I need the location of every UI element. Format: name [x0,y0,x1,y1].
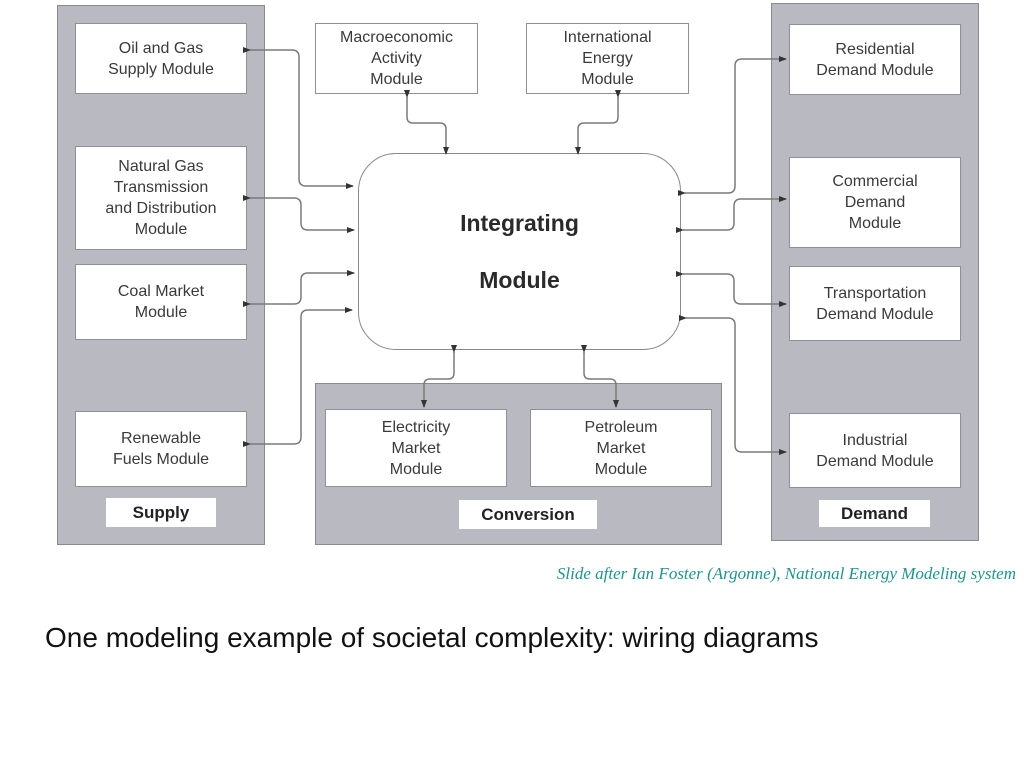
wire-petroleum [581,345,619,408]
international-energy-module: International Energy Module [526,23,689,94]
conversion-label: Conversion [459,500,597,529]
electricity-market-module: Electricity Market Module [325,409,507,487]
wire-coal [243,270,355,307]
wire-renewable [243,307,353,447]
commercial-demand-module: Commercial Demand Module [789,157,961,248]
oil-gas-supply-module: Oil and Gas Supply Module [75,23,247,94]
coal-market-module: Coal Market Module [75,264,247,340]
slide-caption: One modeling example of societal complex… [45,622,819,653]
slide-credit: Slide after Ian Foster (Argonne), Nation… [556,564,1016,583]
wire-international [575,90,621,155]
wire-macro [404,90,449,155]
wire-natural-gas [243,195,355,233]
wire-industrial [679,315,787,455]
wire-transportation [676,271,787,307]
integrating-module-line2: Module [479,266,560,293]
supply-label: Supply [106,498,216,527]
wire-residential [678,56,787,196]
integrating-module: Integrating Module [358,153,681,350]
integrating-module-line1: Integrating [460,209,579,236]
wire-oil-gas [243,47,354,189]
transportation-demand-module: Transportation Demand Module [789,266,961,341]
residential-demand-module: Residential Demand Module [789,24,961,95]
natural-gas-transmission-module: Natural Gas Transmission and Distributio… [75,146,247,250]
wire-commercial [676,196,787,233]
industrial-demand-module: Industrial Demand Module [789,413,961,488]
wire-electricity [421,345,457,408]
renewable-fuels-module: Renewable Fuels Module [75,411,247,487]
demand-label: Demand [819,500,930,527]
